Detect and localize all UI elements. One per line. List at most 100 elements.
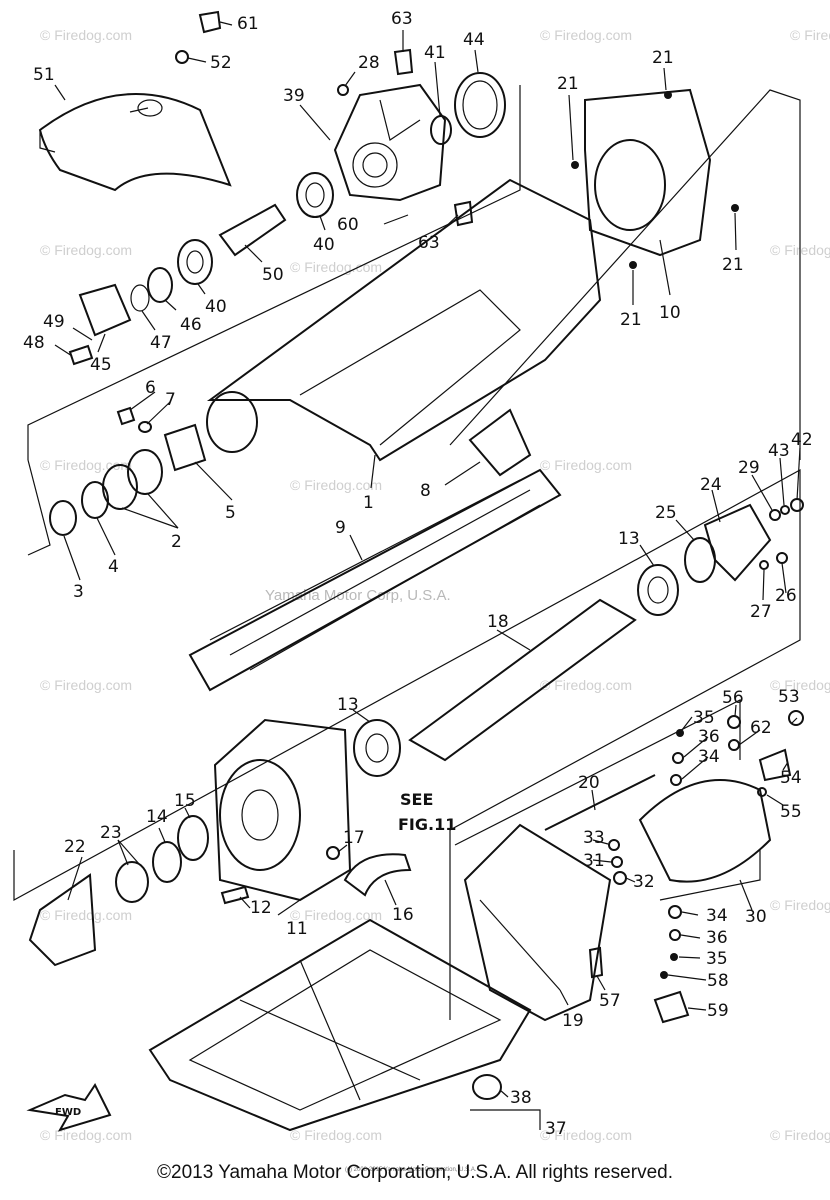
part-label: 36 xyxy=(706,928,728,948)
part-15-seal xyxy=(177,815,209,861)
part-label: 27 xyxy=(750,602,772,622)
part-40-bearing-inner xyxy=(305,182,325,208)
part-41-oring xyxy=(430,115,452,145)
part-label: 13 xyxy=(337,695,359,715)
part-8-flap xyxy=(468,408,532,477)
part-label: 35 xyxy=(706,949,728,969)
part-48-bolt xyxy=(68,344,94,366)
part-19-duct xyxy=(463,823,612,1022)
part-label: 51 xyxy=(33,65,55,85)
part-59-plate xyxy=(653,990,690,1024)
part-40-bearing-lower-inner xyxy=(186,250,204,274)
part-label: 58 xyxy=(707,971,729,991)
fwd-label: FWD xyxy=(55,1107,81,1118)
bracket-30 xyxy=(659,850,761,901)
part-56-cap xyxy=(727,715,741,729)
part-label: 40 xyxy=(205,297,227,317)
part-label: 17 xyxy=(343,828,365,848)
part-52-screw xyxy=(175,50,189,64)
part-label: 34 xyxy=(698,747,720,767)
leader-lines xyxy=(54,21,801,1098)
part-label: 13 xyxy=(618,529,640,549)
watermark: © Firedog.com xyxy=(770,677,830,693)
part-46-seal xyxy=(147,267,173,303)
part-label: 55 xyxy=(780,802,802,822)
part-43-washer xyxy=(780,505,790,515)
part-label: 37 xyxy=(545,1119,567,1139)
part-label: 11 xyxy=(286,919,308,939)
part-label: 44 xyxy=(463,30,485,50)
part-label: 21 xyxy=(722,255,744,275)
part-label: 38 xyxy=(510,1088,532,1108)
part-label: 43 xyxy=(768,441,790,461)
part-39-housing xyxy=(333,83,447,202)
part-20-rod xyxy=(544,774,656,831)
watermark: © Firedog.com xyxy=(770,897,830,913)
part-label: 2 xyxy=(171,532,182,552)
part-55-nut xyxy=(757,787,767,797)
part-label: 61 xyxy=(237,14,259,34)
watermark: © Firedog.com xyxy=(290,1127,382,1143)
part-24-cap xyxy=(703,503,772,582)
part-58-screw xyxy=(660,971,668,979)
part-label: 45 xyxy=(90,355,112,375)
section-outlines xyxy=(13,85,801,1130)
watermark-group: © Firedog.com © Firedog.com © Firedog.co… xyxy=(40,27,830,1143)
upper-right-boundary xyxy=(449,89,801,460)
part-label: 24 xyxy=(700,475,722,495)
part-label: 63 xyxy=(418,233,440,253)
part-label: 54 xyxy=(780,768,802,788)
part-label: 20 xyxy=(578,773,600,793)
part-label: 21 xyxy=(620,310,642,330)
fine-print: (c) 2008-2015 Yamaha Motor Corporation, … xyxy=(345,1167,477,1173)
part-4-washer xyxy=(81,481,109,519)
part-label: 7 xyxy=(165,390,176,410)
part-34-nut xyxy=(670,774,682,786)
watermark: © Firedog.com xyxy=(770,1127,830,1143)
part-57-bolt xyxy=(588,946,604,979)
part-label: 59 xyxy=(707,1001,729,1021)
part-label: 32 xyxy=(633,872,655,892)
part-13-bearing xyxy=(637,564,679,616)
upper-left-boundary xyxy=(27,459,51,556)
part-label: 6 xyxy=(145,378,156,398)
watermark: © Firedog.com xyxy=(40,907,132,923)
see-note-line2: FIG.11 xyxy=(398,815,456,834)
part-label: 5 xyxy=(225,503,236,523)
part-label: 31 xyxy=(583,851,605,871)
part-31-washer xyxy=(611,856,623,868)
part-label: 41 xyxy=(424,43,446,63)
copyright-notice: ©2013 Yamaha Motor Corporation, U.S.A. A… xyxy=(157,1162,673,1183)
part-36-washer-lower xyxy=(669,929,681,941)
part-label: 62 xyxy=(750,718,772,738)
part-label: 18 xyxy=(487,612,509,632)
part-label: 36 xyxy=(698,727,720,747)
watermark: © Firedog.com xyxy=(290,907,382,923)
part-32-nut xyxy=(613,871,627,885)
part-label: 50 xyxy=(262,265,284,285)
part-label: 19 xyxy=(562,1011,584,1031)
part-13-bearing-lower-inner xyxy=(365,733,389,763)
part-61-fitting xyxy=(198,10,222,34)
part-18-shaft xyxy=(408,598,637,762)
part-label: 46 xyxy=(180,315,202,335)
part-label: 63 xyxy=(391,9,413,29)
part-label: 39 xyxy=(283,86,305,106)
part-label: 12 xyxy=(250,898,272,918)
middle-boundary xyxy=(13,468,801,1020)
part-35-bolt xyxy=(676,729,684,737)
part-29-washer xyxy=(769,509,781,521)
part-label: 57 xyxy=(599,991,621,1011)
watermark: © Firedog.com xyxy=(540,457,632,473)
lower-right-boundary xyxy=(454,699,741,846)
watermark: © Firedog.com xyxy=(790,27,830,43)
part-label: 49 xyxy=(43,312,65,332)
part-label: 26 xyxy=(775,586,797,606)
part-5-collar xyxy=(163,423,207,472)
part-13-bearing-lower xyxy=(353,719,401,777)
part-label: 21 xyxy=(652,48,674,68)
part-42-nut xyxy=(790,498,804,512)
part-27-washer xyxy=(759,560,769,570)
fwd-arrow: FWD xyxy=(26,1083,112,1132)
